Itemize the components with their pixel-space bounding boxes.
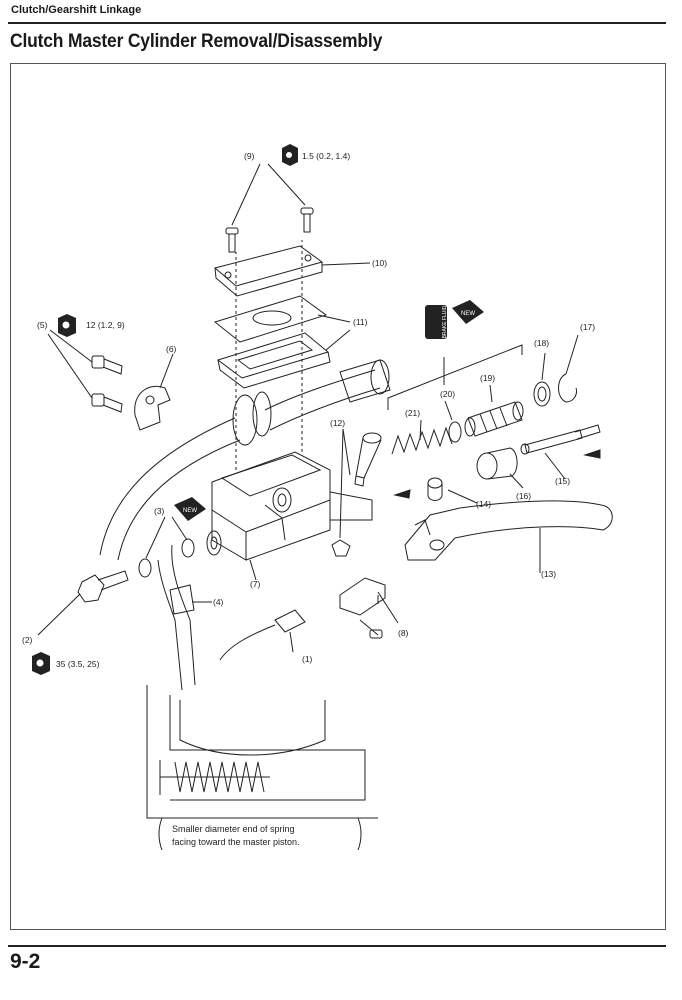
svg-text:NEW: NEW [183, 508, 197, 514]
callout-7: (7) [250, 579, 261, 589]
svg-text:BRAKE FLUID: BRAKE FLUID [442, 305, 448, 338]
footer-rule [8, 945, 666, 947]
reservoir-cover [213, 245, 324, 297]
callout-11: (11) [353, 317, 368, 327]
callout-3: (3) [154, 506, 165, 516]
clutch-hose [77, 538, 196, 691]
callout-9: (9) [244, 151, 255, 161]
push-rod [520, 424, 601, 455]
clutch-switch [219, 577, 386, 661]
torque-5: 12 (1.2, 9) [86, 320, 125, 330]
torque-wrench-icon-5 [58, 314, 76, 337]
svg-text:NEW: NEW [461, 311, 475, 317]
new-badge-left: NEW [174, 497, 206, 521]
section-header: Clutch/Gearshift Linkage [11, 4, 142, 16]
holder-bolts [91, 355, 123, 413]
torque-wrench-icon-9 [282, 144, 298, 166]
piston-assembly-bracket [387, 344, 523, 410]
brake-fluid-badge: BRAKE FLUID [425, 305, 448, 339]
pivot-bushing [427, 477, 443, 501]
callout-14: (14) [476, 499, 491, 509]
diagram-frame [10, 63, 666, 930]
piston-spring [391, 426, 453, 455]
callout-1: (1) [302, 654, 313, 664]
callout-17: (17) [580, 322, 595, 332]
lever-pivot-bolt [331, 432, 382, 557]
spring-inset [146, 685, 378, 851]
callout-2: (2) [22, 635, 33, 645]
torque-2: 35 (3.5, 25) [56, 659, 100, 669]
inset-note-line2: facing toward the master piston. [172, 837, 300, 847]
callout-12: (12) [330, 418, 345, 428]
handlebar [99, 359, 391, 561]
inset-note-line1: Smaller diameter end of spring [172, 824, 295, 834]
clutch-lever [404, 500, 613, 561]
callout-16: (16) [516, 491, 531, 501]
callout-6: (6) [166, 344, 177, 354]
assembly-arrows [393, 449, 601, 499]
callout-20: (20) [440, 389, 455, 399]
master-piston [464, 401, 524, 437]
callout-18: (18) [534, 338, 549, 348]
washer [533, 381, 551, 407]
callout-21: (21) [405, 408, 420, 418]
header-rule [8, 22, 666, 24]
master-cylinder-body [206, 240, 373, 561]
snap-ring [558, 373, 577, 403]
page-number: 9-2 [10, 950, 41, 973]
diaphragm [213, 295, 331, 389]
callout-19: (19) [480, 373, 495, 383]
callout-10: (10) [372, 258, 387, 268]
torque-wrench-icon-2 [32, 652, 50, 675]
leader-lines [37, 163, 579, 653]
callout-13: (13) [541, 569, 556, 579]
callout-8: (8) [398, 628, 409, 638]
callout-4: (4) [213, 597, 224, 607]
cover-screws [225, 207, 314, 253]
callout-5: (5) [37, 320, 48, 330]
piston-cup [448, 421, 462, 443]
page-title: Clutch Master Cylinder Removal/Disassemb… [10, 31, 383, 52]
torque-9: 1.5 (0.2, 1.4) [302, 151, 350, 161]
master-cylinder-holder [134, 385, 171, 431]
new-badge-right: NEW [452, 300, 484, 324]
callout-15: (15) [555, 476, 570, 486]
push-rod-boot [476, 447, 518, 480]
